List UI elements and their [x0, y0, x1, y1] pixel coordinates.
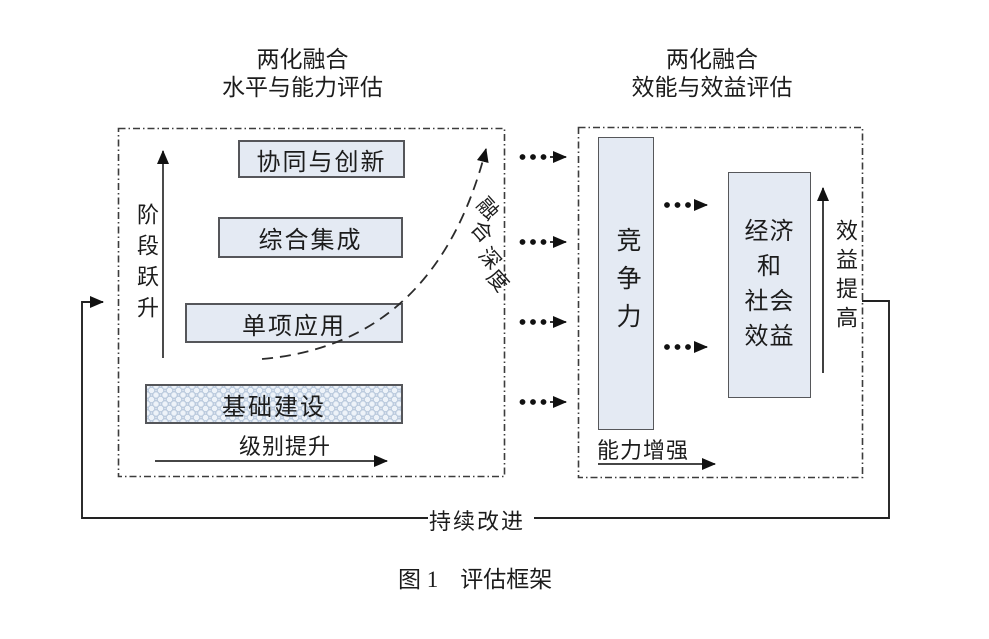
competitiveness-box: 竞争力	[598, 137, 654, 430]
stage-leap-axis-label: 阶段跃升	[134, 203, 159, 327]
benefit-box-line: 效益	[744, 324, 795, 350]
panel-link-dotted-arrow	[519, 236, 567, 248]
figure-caption-number: 图 1	[398, 567, 439, 592]
competitiveness-to-benefit-dotted-arrow	[664, 341, 708, 353]
panel-link-dotted-arrow	[519, 396, 567, 408]
stage-box-label: 协同与创新	[256, 149, 387, 176]
stage-box-collaboration-innovation: 协同与创新	[238, 140, 405, 178]
panel-link-dotted-arrow	[519, 316, 567, 328]
stage-box-infrastructure: 基础建设	[145, 384, 403, 424]
capability-enhancement-label: 能力增强	[597, 438, 690, 463]
benefit-box-line: 社会	[744, 289, 795, 315]
competitiveness-label: 竞争力	[613, 226, 640, 341]
stage-box-label: 综合集成	[258, 228, 363, 254]
stage-box-single-application: 单项应用	[185, 303, 403, 343]
left-panel-title: 两化融合 水平与能力评估	[205, 46, 400, 102]
stage-box-label: 基础建设	[222, 394, 326, 421]
left-panel-title-line1: 两化融合	[256, 47, 349, 72]
continuous-improvement-label: 持续改进	[429, 509, 526, 534]
competitiveness-to-benefit-dotted-arrow	[664, 199, 708, 211]
figure-caption-text: 评估框架	[460, 567, 553, 592]
right-panel-title-line2: 效能与效益评估	[631, 75, 793, 100]
benefit-box-line: 经济	[744, 219, 795, 245]
economic-social-benefit-box: 经济 和 社会 效益	[728, 172, 811, 398]
panel-link-dotted-arrow	[519, 151, 567, 163]
level-up-axis-label: 级别提升	[239, 434, 332, 459]
benefit-box-line: 和	[757, 254, 782, 280]
benefit-increase-label: 效益提高	[833, 219, 858, 335]
figure-caption: 图 1 评估框架	[398, 560, 552, 594]
left-panel-title-line2: 水平与能力评估	[222, 75, 383, 100]
right-panel-title: 两化融合 效能与效益评估	[622, 46, 802, 102]
right-panel-title-line1: 两化融合	[666, 47, 758, 72]
stage-box-comprehensive-integration: 综合集成	[218, 217, 403, 258]
stage-box-label: 单项应用	[242, 313, 346, 340]
